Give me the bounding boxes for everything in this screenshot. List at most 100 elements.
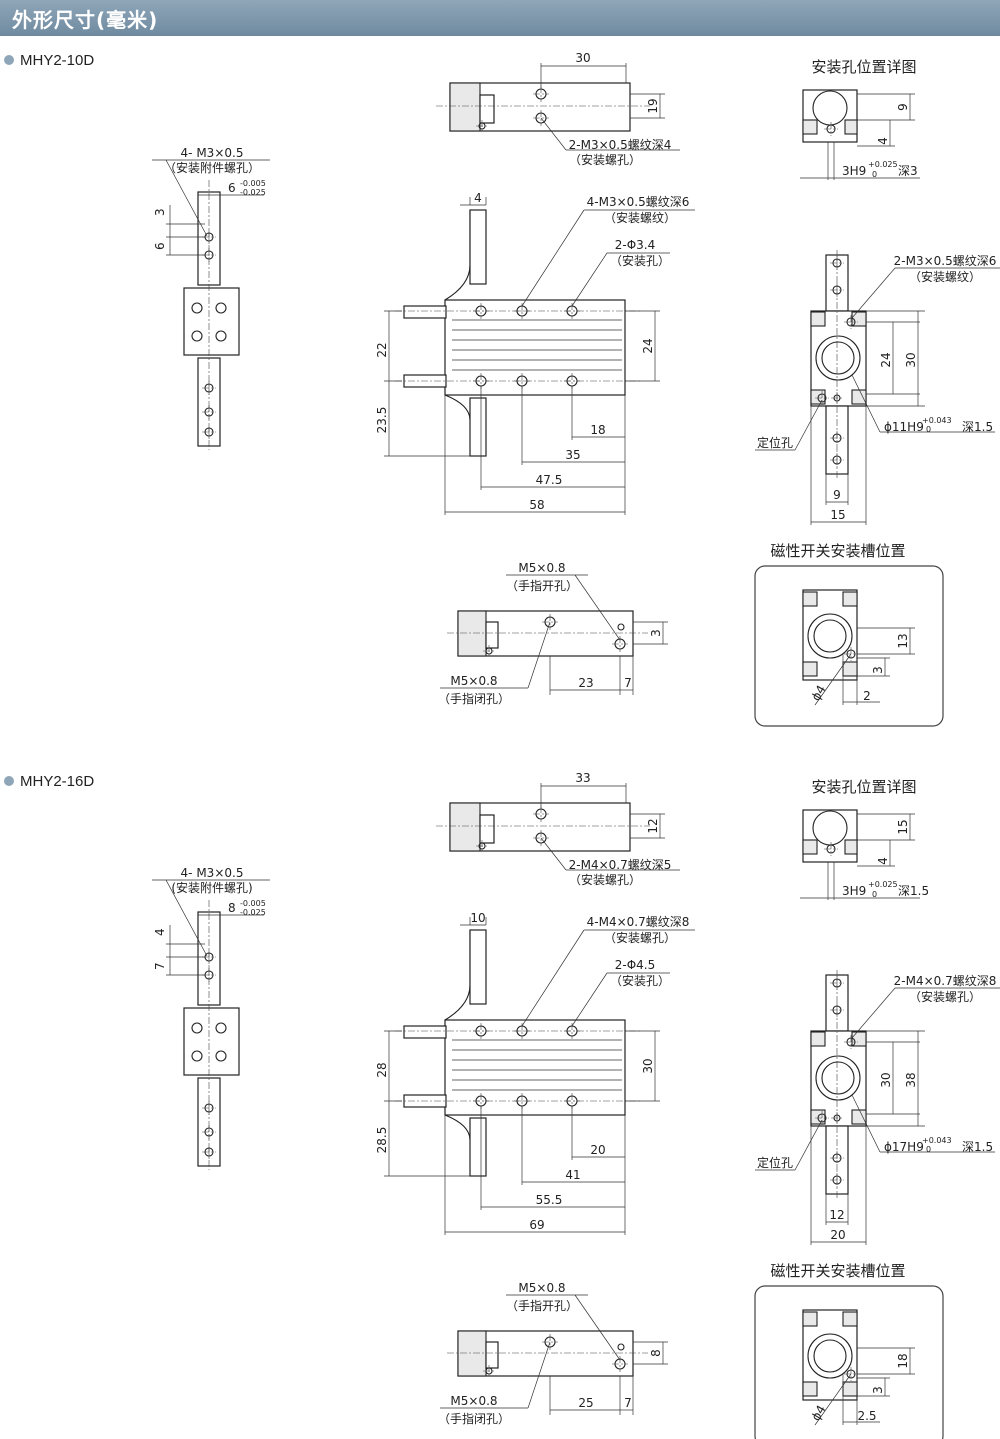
dim-label: 47.5: [536, 473, 563, 487]
callout-sub: （安装螺纹）: [604, 210, 676, 225]
outline: [810, 311, 826, 327]
dim-label: 28: [375, 1062, 389, 1077]
dim-label: 15: [896, 819, 910, 834]
port-open-label: M5×0.8: [518, 1281, 565, 1295]
port-open-sub: （手指开孔）: [506, 578, 578, 593]
dim-label: 8: [649, 1349, 663, 1357]
dim-label: 23.5: [375, 407, 389, 434]
callout-label: 2-M4×0.7螺纹深5: [569, 858, 672, 872]
outline: [802, 661, 818, 677]
hole: [191, 1022, 203, 1034]
outline: [802, 119, 818, 135]
bore-lower: 0: [926, 425, 931, 434]
callout-sub: （安装螺纹）: [909, 269, 981, 284]
fit-lower: 0: [872, 890, 877, 899]
depth-label: 深3: [898, 164, 918, 178]
depth-label: 深1.5: [962, 1140, 993, 1154]
dim-label: 30: [641, 1058, 655, 1073]
dim-label: ϕ4: [809, 683, 829, 703]
outline: [457, 610, 487, 657]
outline: [469, 1117, 487, 1177]
outline: [842, 1311, 858, 1327]
hole: [821, 341, 855, 375]
fit-label: 3H9: [842, 164, 866, 178]
outline: [449, 82, 481, 132]
locate-label: 定位孔: [757, 1155, 793, 1170]
dim-label: 18: [896, 1353, 910, 1368]
dim-label: 30: [879, 1072, 893, 1087]
tolerance-upper: -0.005: [240, 899, 266, 908]
contour: [444, 1114, 471, 1141]
hole: [813, 619, 847, 653]
outline: [479, 814, 495, 844]
line: [814, 1373, 852, 1426]
hole: [215, 1050, 227, 1062]
dim-label: ϕ4: [809, 1403, 829, 1423]
dim-label: 20: [830, 1228, 845, 1242]
hole: [215, 302, 227, 314]
dim-label: 4: [876, 137, 890, 145]
section-1: 4- M3×0.5（安装附件螺孔）6-0.005-0.0253630192-M3…: [152, 51, 1000, 727]
bullet-icon: [4, 55, 14, 65]
callout-label: 2-M3×0.5螺纹深4: [569, 138, 672, 152]
fit-lower: 0: [872, 170, 877, 179]
outline: [851, 389, 867, 405]
model-name: MHY2-16D: [20, 773, 95, 790]
hole: [191, 1050, 203, 1062]
dim-label: 22: [375, 342, 389, 357]
callout-sub: （安装螺孔）: [604, 930, 676, 945]
hole: [617, 623, 625, 631]
bore-upper: +0.043: [922, 1136, 952, 1145]
callout-sub: (安装附件螺孔): [171, 880, 252, 895]
model-label-2: MHY2-16D: [4, 773, 94, 790]
outline: [851, 1109, 867, 1125]
model-label-1: MHY2-10D: [4, 52, 94, 69]
section-2: 4- M3×0.5(安装附件螺孔)8-0.005-0.0254733122-M4…: [152, 771, 1000, 1439]
dim-label: 13: [896, 633, 910, 648]
dim-label: 4: [474, 191, 482, 205]
bore-label: ϕ11H9: [884, 420, 924, 434]
callout-label: 4-M4×0.7螺纹深8: [587, 915, 690, 929]
dim-label: 18: [590, 423, 605, 437]
line: [851, 267, 896, 319]
dim-label: 19: [646, 98, 660, 113]
dim-label: 3: [871, 666, 885, 674]
callout-sub: （安装附件螺孔）: [164, 160, 260, 175]
detail-title: 安装孔位置详图: [811, 778, 916, 796]
port-close-label: M5×0.8: [450, 674, 497, 688]
outline: [403, 1025, 447, 1039]
sensor-title: 磁性开关安装槽位置: [770, 542, 905, 560]
bore-lower: 0: [926, 1145, 931, 1154]
outline: [444, 299, 626, 396]
line: [540, 837, 567, 871]
callout-sub: （安装孔）: [610, 253, 670, 268]
dim-label: 20: [590, 1143, 605, 1157]
tolerance-lower: -0.025: [240, 188, 266, 197]
outline: [485, 621, 499, 649]
port-open-label: M5×0.8: [518, 561, 565, 575]
dim-label: 25: [578, 1396, 593, 1410]
dim-label: 4: [876, 857, 890, 865]
line: [165, 879, 208, 957]
outline: [469, 209, 487, 285]
model-name: MHY2-10D: [20, 52, 95, 69]
hole: [617, 1343, 625, 1351]
dim-label: 55.5: [536, 1193, 563, 1207]
dim-label: 3: [871, 1386, 885, 1394]
outline: [469, 929, 487, 1005]
dim-label: 58: [529, 498, 544, 512]
tolerance-upper: -0.005: [240, 179, 266, 188]
dim-label: 41: [565, 1168, 580, 1182]
outline: [842, 591, 858, 607]
dim-label: 9: [833, 488, 841, 502]
hole: [807, 613, 853, 659]
callout-label: 4- M3×0.5: [181, 146, 244, 160]
fit-label: 3H9: [842, 884, 866, 898]
outline: [485, 1341, 499, 1369]
